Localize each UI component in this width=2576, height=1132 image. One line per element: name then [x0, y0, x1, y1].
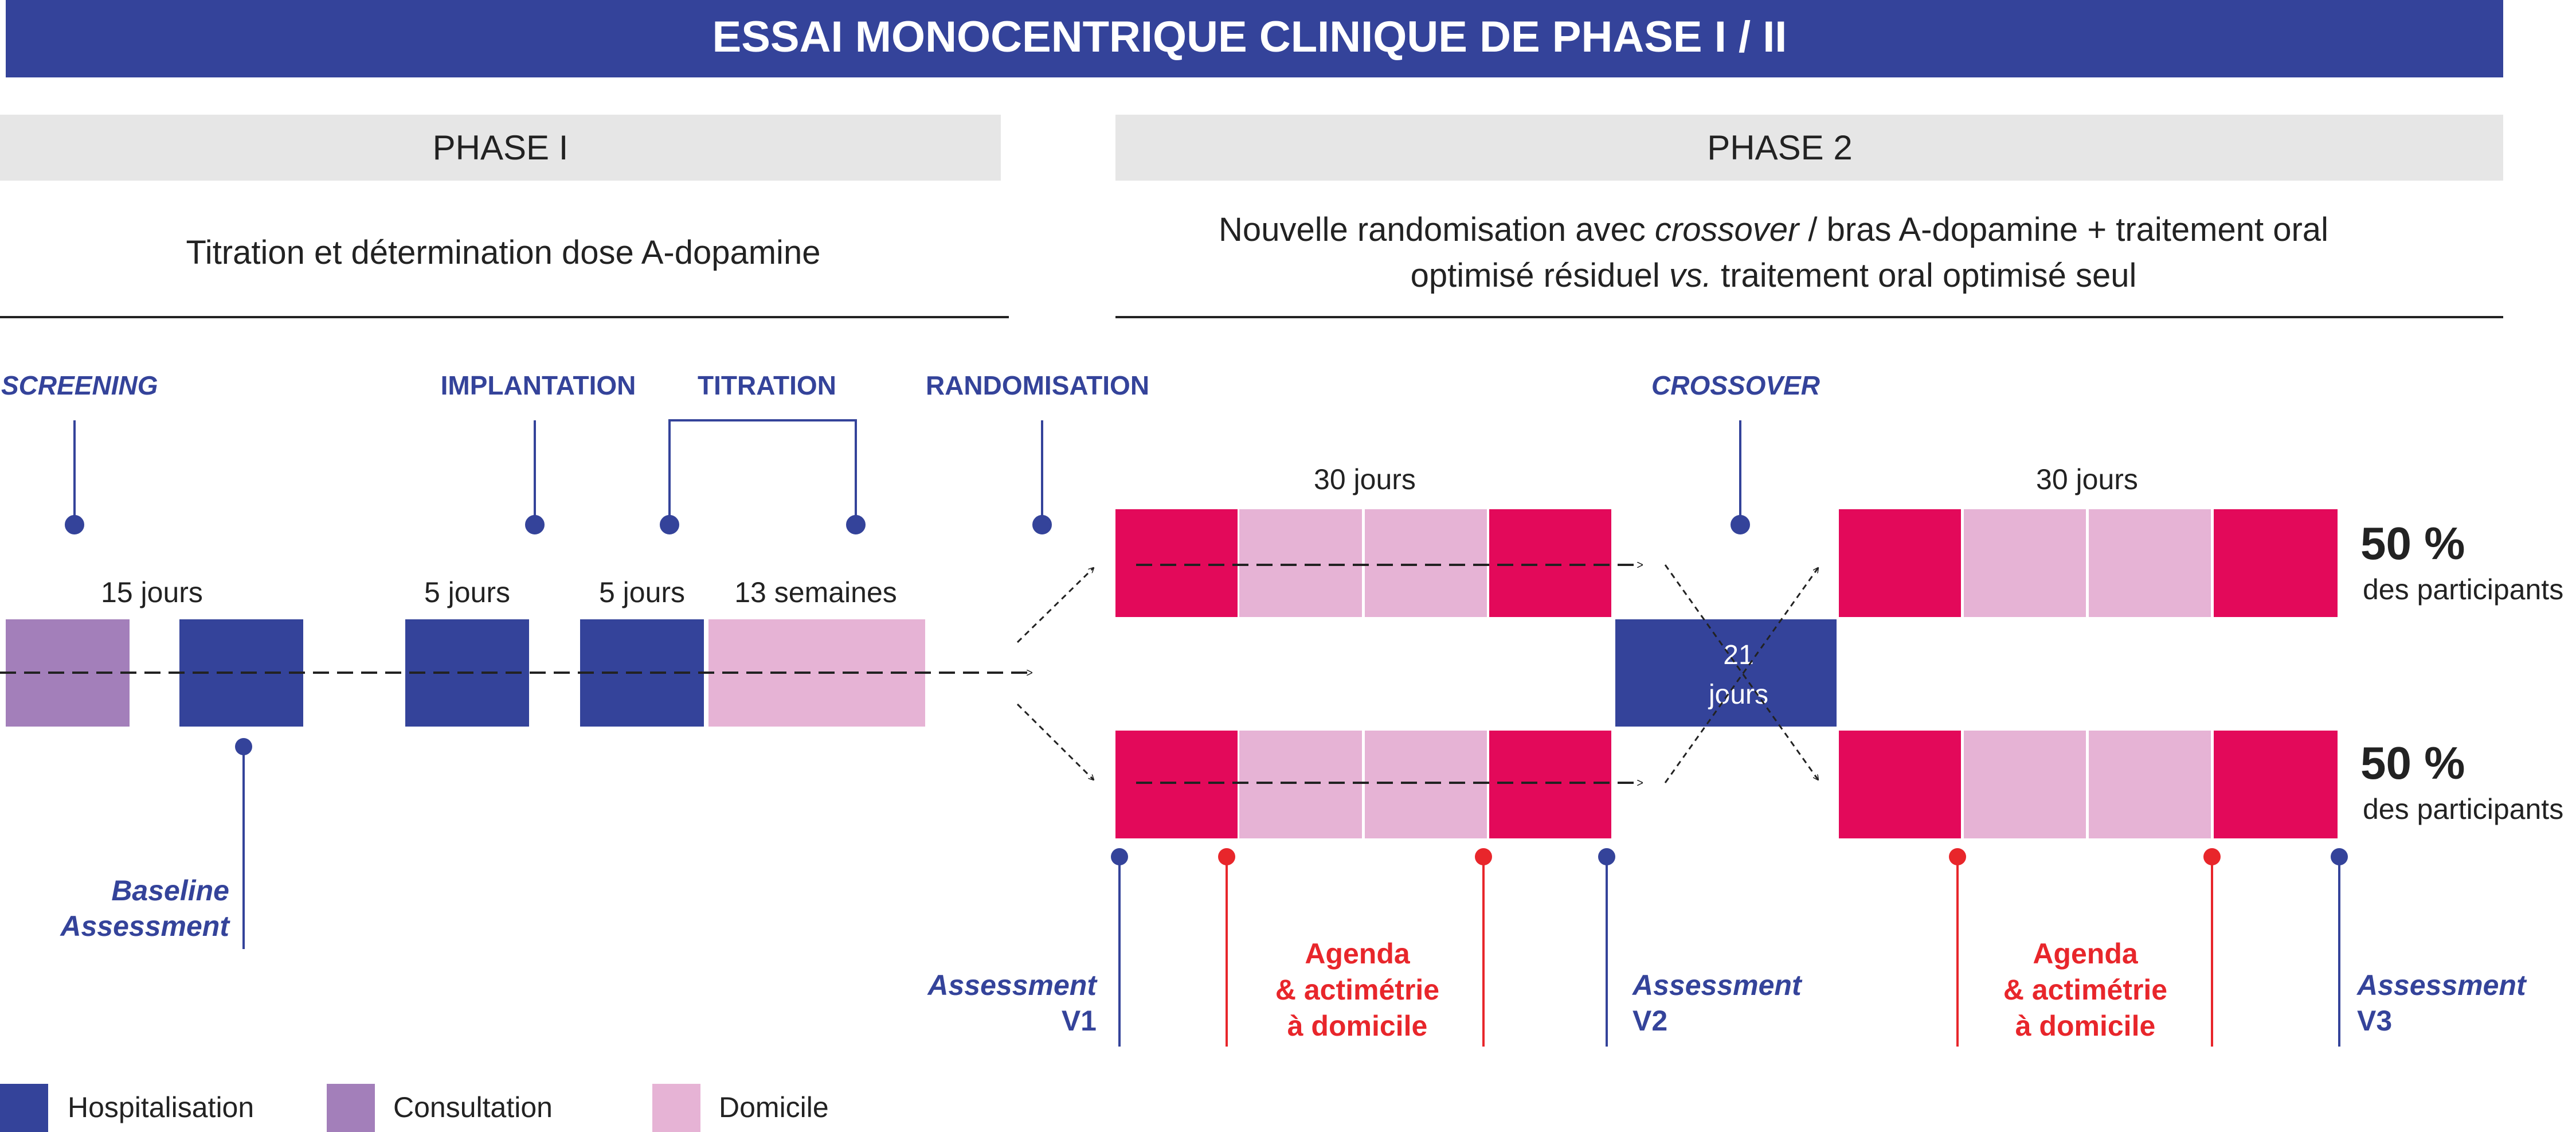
- phase1-subtitle: Titration et détermination dose A-dopami…: [186, 234, 821, 271]
- agenda-1-line2: & actimétrie: [1275, 974, 1439, 1006]
- phase2-label: PHASE 2: [1707, 128, 1852, 167]
- duration-13-semaines: 13 semaines: [734, 576, 897, 608]
- duration-5-jours-b: 5 jours: [599, 576, 685, 608]
- assessment-v2-code: V2: [1632, 1005, 1667, 1037]
- legend-swatch-hospitalisation: [0, 1084, 48, 1132]
- agenda-2-line3: à domicile: [2015, 1010, 2156, 1042]
- block-crimson: [2214, 509, 2338, 617]
- block-crimson: [2214, 731, 2338, 838]
- block-crimson: [1839, 509, 1961, 617]
- milestone-titration: TITRATION: [698, 370, 836, 400]
- block-domicile: [2089, 509, 2211, 617]
- block-domicile: [1964, 509, 2086, 617]
- assessment-v3-code: V3: [2357, 1005, 2392, 1037]
- milestone-implantation: IMPLANTATION: [441, 370, 636, 400]
- assessment-v1-label: Assessment: [926, 969, 1098, 1001]
- page-title: ESSAI MONOCENTRIQUE CLINIQUE DE PHASE I …: [712, 13, 1787, 61]
- block-washout: [1615, 619, 1837, 727]
- legend-label-domicile: Domicile: [719, 1091, 829, 1123]
- duration-5-jours-a: 5 jours: [424, 576, 510, 608]
- block-domicile: [1239, 731, 1362, 838]
- split-arrow-up: [1016, 568, 1094, 643]
- assessment-v1-code: V1: [1062, 1005, 1097, 1037]
- phase2-subtitle-part: Nouvelle randomisation avec: [1219, 211, 1655, 248]
- phase2-subtitle-part: optimisé résiduel: [1411, 257, 1669, 294]
- block-domicile: [1365, 509, 1487, 617]
- assessment-v3-label: Assessment: [2356, 969, 2527, 1001]
- phase2-band: [1115, 115, 2503, 181]
- phase1-band: [0, 115, 1001, 181]
- block-crimson: [1839, 731, 1961, 838]
- arm2-participants: des participants: [2363, 793, 2563, 825]
- assessment-pins: [1111, 848, 2348, 1047]
- milestone-screening: SCREENING: [1, 370, 158, 400]
- phase2-subtitle-part: traitement oral optimisé seul: [1712, 257, 2136, 294]
- baseline-dot: [235, 738, 252, 755]
- phase1-label: PHASE I: [433, 128, 569, 167]
- legend-label-consultation: Consultation: [393, 1091, 553, 1123]
- phase2-subtitle-part: / bras A-dopamine + traitement oral: [1799, 211, 2328, 248]
- baseline-label-line1: Baseline: [111, 875, 229, 907]
- block-domicile: [1964, 731, 2086, 838]
- washout-label-line2: jours: [1708, 680, 1768, 710]
- legend-swatch-consultation: [327, 1084, 375, 1132]
- milestone-crossover: CROSSOVER: [1651, 370, 1820, 400]
- arm1-percent: 50 %: [2360, 518, 2465, 569]
- block-crimson: [1489, 731, 1611, 838]
- baseline-label-line2: Assessment: [59, 910, 230, 942]
- crossover-arrow-down: [1664, 564, 1818, 780]
- duration-30-jours-b: 30 jours: [2036, 463, 2138, 495]
- block-domicile: [1239, 509, 1362, 617]
- agenda-2-line2: & actimétrie: [2003, 974, 2167, 1006]
- washout-label-line1: 21: [1723, 640, 1753, 670]
- block-crimson: [1115, 509, 1238, 617]
- phase2-subtitle-part: vs.: [1669, 257, 1712, 294]
- duration-30-jours-a: 30 jours: [1314, 463, 1416, 495]
- assessment-v2-label: Assessment: [1631, 969, 1803, 1001]
- milestone-randomisation: RANDOMISATION: [926, 370, 1149, 400]
- milestone-pins: [65, 419, 1750, 534]
- block-domicile: [1365, 731, 1487, 838]
- phase2-subtitle-part: crossover: [1655, 211, 1800, 248]
- block-domicile: [708, 619, 925, 727]
- arm1-participants: des participants: [2363, 573, 2563, 606]
- title-banner: [6, 0, 2503, 77]
- arm2-percent: 50 %: [2360, 737, 2465, 789]
- legend-swatch-domicile: [652, 1084, 700, 1132]
- duration-15-jours: 15 jours: [101, 576, 203, 608]
- agenda-1-line3: à domicile: [1287, 1010, 1428, 1042]
- phase2-subtitle-line1: Nouvelle randomisation avec crossover / …: [1219, 211, 2328, 248]
- legend-label-hospitalisation: Hospitalisation: [68, 1091, 254, 1123]
- crossover-arrow-up: [1664, 568, 1818, 783]
- phase2-subtitle-line2: optimisé résiduel vs. traitement oral op…: [1411, 257, 2137, 294]
- block-crimson: [1489, 509, 1611, 617]
- agenda-1-line1: Agenda: [1305, 938, 1411, 970]
- block-domicile: [2089, 731, 2211, 838]
- block-crimson: [1115, 731, 1238, 838]
- agenda-2-line1: Agenda: [2033, 938, 2139, 970]
- split-arrow-down: [1016, 703, 1094, 780]
